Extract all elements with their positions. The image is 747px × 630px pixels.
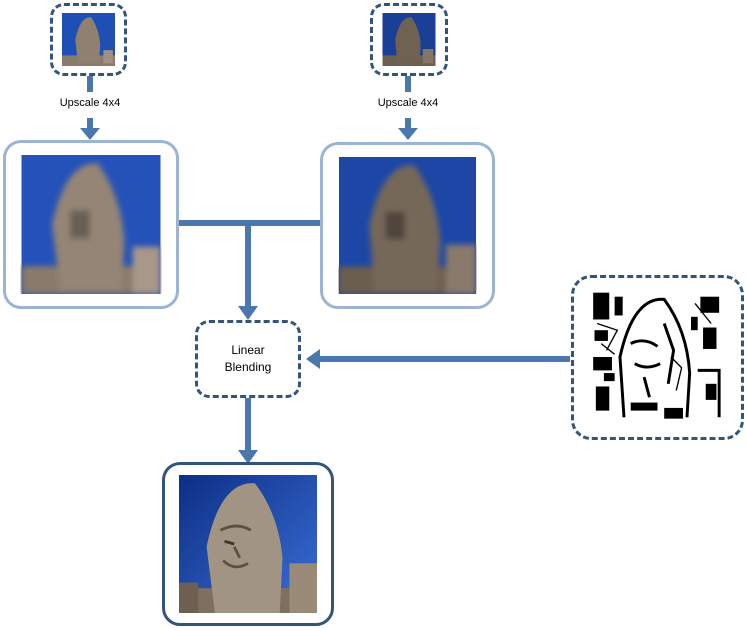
arrow-left-icon (306, 349, 320, 369)
sharp-stone-head-image (179, 475, 317, 613)
blend-label-line1: Linear (231, 343, 265, 357)
input-thumbnail-left (50, 3, 127, 76)
edge-map-panel (571, 275, 744, 440)
linear-blending-step: Linear Blending (195, 320, 301, 398)
edge-map-image (590, 290, 725, 424)
blurred-stone-head-image (21, 155, 161, 294)
blend-label-line2: Blending (224, 360, 272, 374)
arrow-down-icon (398, 128, 418, 140)
upscale-label-right: Upscale 4x4 (377, 97, 439, 109)
blurred-stone-head-image (339, 157, 476, 294)
stone-head-image (62, 13, 115, 66)
upscaled-image-right (320, 142, 495, 309)
arrow-down-icon (238, 450, 258, 464)
arrow-down-icon (238, 306, 258, 320)
result-image-panel (162, 462, 334, 626)
input-thumbnail-right (370, 3, 448, 76)
arrow-down-icon (80, 128, 100, 140)
stone-head-image (382, 13, 436, 66)
upscale-label-left: Upscale 4x4 (59, 97, 121, 109)
upscaled-image-left (3, 140, 179, 309)
